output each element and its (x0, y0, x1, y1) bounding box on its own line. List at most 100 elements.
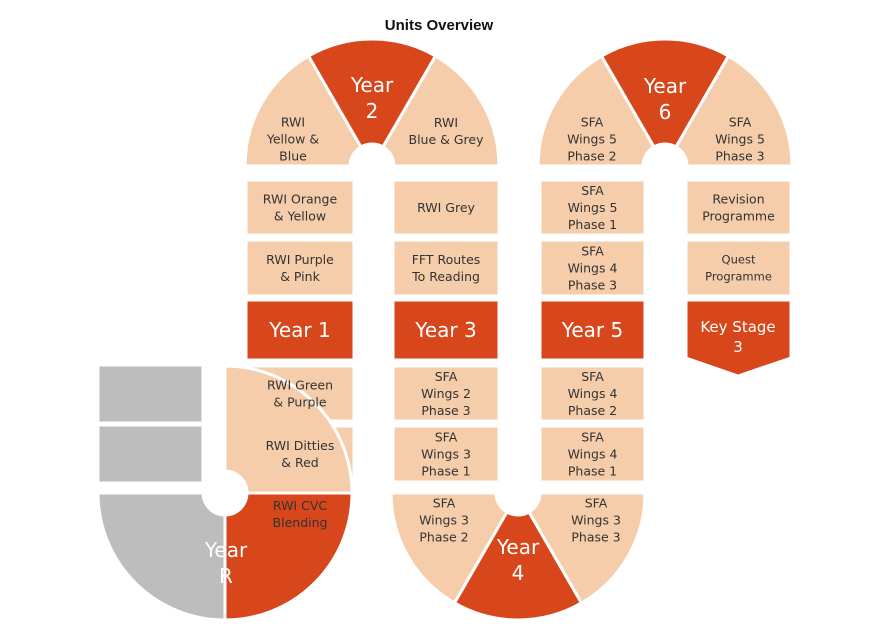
label-sfaW3P3-line: SFA (585, 496, 608, 511)
cell-ks3 (684, 298, 793, 378)
label-year4-line: 4 (512, 561, 525, 585)
label-rwiGrey-line: RWI Grey (417, 200, 475, 215)
label-sfaW2P3-line: Wings 2 (421, 386, 471, 401)
cell-year2 (306, 37, 438, 149)
label-sfaW2P3-line: Phase 3 (421, 403, 470, 418)
cell-year3 (391, 298, 501, 362)
label-rwiGreen-line: & Purple (273, 395, 327, 410)
label-sfaW4P2-line: Wings 4 (568, 386, 618, 401)
label-yearR-line: Year (204, 538, 248, 562)
label-sfaW4P1-line: Wings 4 (568, 447, 618, 462)
label-rwiDitties-line: RWI Ditties (266, 438, 335, 453)
label-year6-line: 6 (659, 100, 672, 124)
label-year2-line: Year (350, 73, 394, 97)
cell-sfaW4P3 (538, 238, 647, 298)
label-sfaW5P2-line: Wings 5 (567, 132, 617, 147)
label-fft-line: FFT Routes (412, 252, 481, 267)
label-rwiOrange-line: & Yellow (274, 209, 326, 224)
label-sfaW4P2-line: Phase 2 (568, 403, 617, 418)
label-sfaW3P2-line: Wings 3 (419, 513, 469, 528)
cell-year1 (244, 298, 356, 362)
label-sfaW3P2-line: Phase 2 (419, 530, 468, 545)
label-year3-line: Year 3 (414, 318, 476, 342)
grey-sector (96, 491, 227, 622)
cell-sfaW3P3 (526, 491, 647, 606)
cell-sfaW5P1 (538, 178, 647, 237)
label-sfaW3P1-line: Phase 1 (421, 464, 470, 479)
cell-sfaW2P3 (391, 364, 501, 423)
label-rwiPurple: RWI Purple& Pink (266, 252, 334, 284)
label-ks3-line: 3 (733, 338, 743, 356)
label-sfaW4P1-line: Phase 1 (568, 464, 617, 479)
label-year2-line: 2 (366, 99, 379, 123)
cell-rwiCvc (223, 364, 354, 495)
label-sfaW4P2-line: SFA (581, 369, 604, 384)
label-ks3: Key Stage 3 (700, 318, 775, 356)
label-rwiOrange: RWI Orange & Yellow (263, 192, 338, 224)
label-rwiDitties-line: & Red (281, 455, 318, 470)
label-rwiYellow-line: Blue (279, 149, 307, 164)
cell-revision (684, 178, 793, 237)
cell-quest (684, 238, 793, 298)
cell-year4 (452, 510, 584, 622)
label-rwiOrange-line: RWI Orange (263, 192, 338, 207)
cell-rwiBlue (380, 53, 501, 168)
cell-rwiOrange (244, 178, 356, 237)
label-sfaW4P3-line: Phase 3 (568, 278, 617, 293)
label-ks3-line: Key Stage (700, 318, 775, 336)
cell-rwiGrey (391, 178, 501, 237)
grey-block-2 (96, 423, 205, 485)
cell-sfaW4P1 (538, 424, 647, 484)
label-sfaW5P3-line: Wings 5 (715, 132, 765, 147)
cell-sfaW5P2 (536, 53, 657, 168)
cell-rwiYellow (243, 53, 364, 168)
label-fft: FFT Routes To Reading (411, 252, 480, 284)
label-fft-line: To Reading (411, 269, 480, 284)
label-sfaW4P3: SFA Wings 4 Phase 3 (568, 244, 618, 293)
cell-year6 (599, 37, 731, 149)
cell-sfaW5P3 (673, 53, 794, 168)
label-sfaW3P2-line: SFA (433, 496, 456, 511)
label-sfaW5P2-line: SFA (581, 115, 604, 130)
label-sfaW5P3-line: SFA (729, 115, 752, 130)
label-revision-line: Programme (702, 209, 775, 224)
label-rwiCvc-line: Blending (273, 515, 328, 530)
label-rwiBlue-line: RWI (434, 115, 458, 130)
label-year5: Year 5 (561, 318, 623, 342)
label-sfaW2P3-line: SFA (435, 369, 458, 384)
label-rwiGrey: RWI Grey (417, 200, 475, 215)
label-quest-line: Programme (705, 270, 772, 284)
label-year4-line: Year (496, 535, 540, 559)
cell-year5 (538, 298, 647, 362)
cell-sfaW4P2 (538, 364, 647, 423)
grey-block-1 (96, 363, 205, 425)
label-rwiYellow-line: RWI (281, 115, 305, 130)
label-yearR-line: R (219, 564, 233, 588)
cell-sfaW3P2 (389, 491, 510, 606)
label-year1-line: Year 1 (268, 318, 330, 342)
cell-sfaW3P1 (391, 424, 501, 484)
label-year1: Year 1 (268, 318, 330, 342)
label-sfaW4P3-line: Wings 4 (568, 261, 618, 276)
label-year6-line: Year (643, 74, 687, 98)
label-sfaW5P1-line: Wings 5 (568, 200, 618, 215)
label-sfaW3P3-line: Wings 3 (571, 513, 621, 528)
label-sfaW3P2: SFA Wings 3 Phase 2 (419, 496, 469, 545)
label-sfaW4P3-line: SFA (581, 244, 604, 259)
label-rwiCvc: RWI CVC Blending (273, 498, 328, 530)
label-sfaW4P2: SFA Wings 4 Phase 2 (568, 369, 618, 418)
cell-fft (391, 238, 501, 298)
label-rwiBlue-line: Blue & Grey (409, 132, 485, 147)
label-rwiCvc-line: RWI CVC (273, 498, 327, 513)
